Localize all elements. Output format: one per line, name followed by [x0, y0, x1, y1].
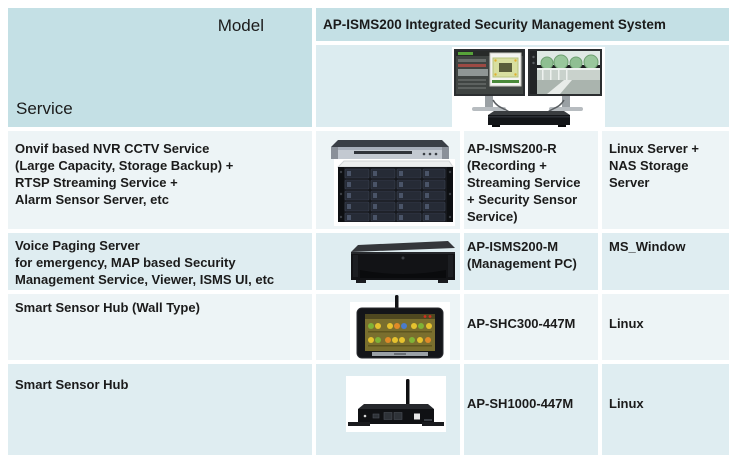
product-table: Model Service AP-ISMS200 Integrated Secu… — [8, 8, 729, 455]
management-pc-server-icon — [351, 241, 455, 283]
model-cell-row1: AP-ISMS200-R (Recording + Streaming Serv… — [464, 131, 598, 229]
nvr-storage-server-icon — [331, 140, 455, 226]
system-image-cell — [316, 45, 729, 127]
image-cell-row2 — [316, 233, 460, 290]
model-column-label: Model — [217, 16, 264, 35]
model-cell-row4: AP-SH1000-447M — [464, 364, 598, 455]
platform-cell-row2: MS_Window — [602, 233, 729, 290]
wall-sensor-hub-icon — [350, 295, 450, 360]
system-title-bar: AP-ISMS200 Integrated Security Managemen… — [316, 8, 729, 41]
platform-cell-row4: Linux — [602, 364, 729, 455]
platform-cell-row1: Linux Server + NAS Storage Server — [602, 131, 729, 229]
platform-cell-row3: Linux — [602, 294, 729, 360]
service-column-label: Service — [16, 99, 73, 118]
image-cell-row1 — [316, 131, 460, 229]
system-title: AP-ISMS200 Integrated Security Managemen… — [323, 17, 666, 32]
service-cell-row2: Voice Paging Server for emergency, MAP b… — [8, 233, 312, 290]
service-cell-row1: Onvif based NVR CCTV Service (Large Capa… — [8, 131, 312, 229]
model-cell-row2: AP-ISMS200-M (Management PC) — [464, 233, 598, 290]
sensor-hub-box-icon — [346, 376, 446, 432]
model-cell-row3: AP-SHC300-447M — [464, 294, 598, 360]
service-cell-row3: Smart Sensor Hub (Wall Type) — [8, 294, 312, 360]
image-cell-row3 — [316, 294, 460, 360]
dual-monitor-workstation-icon — [452, 47, 605, 127]
image-cell-row4 — [316, 364, 460, 455]
service-model-header-cell: Model Service — [8, 8, 312, 127]
dual-monitor-workstation-image — [452, 47, 605, 127]
service-cell-row4: Smart Sensor Hub — [8, 364, 312, 455]
